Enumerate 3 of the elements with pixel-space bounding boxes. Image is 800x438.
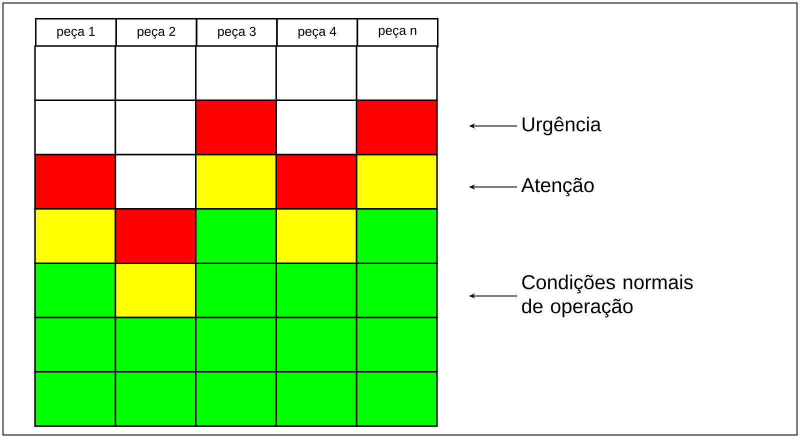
status-label: Atenção [521, 178, 594, 196]
status-label: Urgência [522, 116, 602, 136]
status-label: Condições normais de operação [522, 274, 693, 318]
